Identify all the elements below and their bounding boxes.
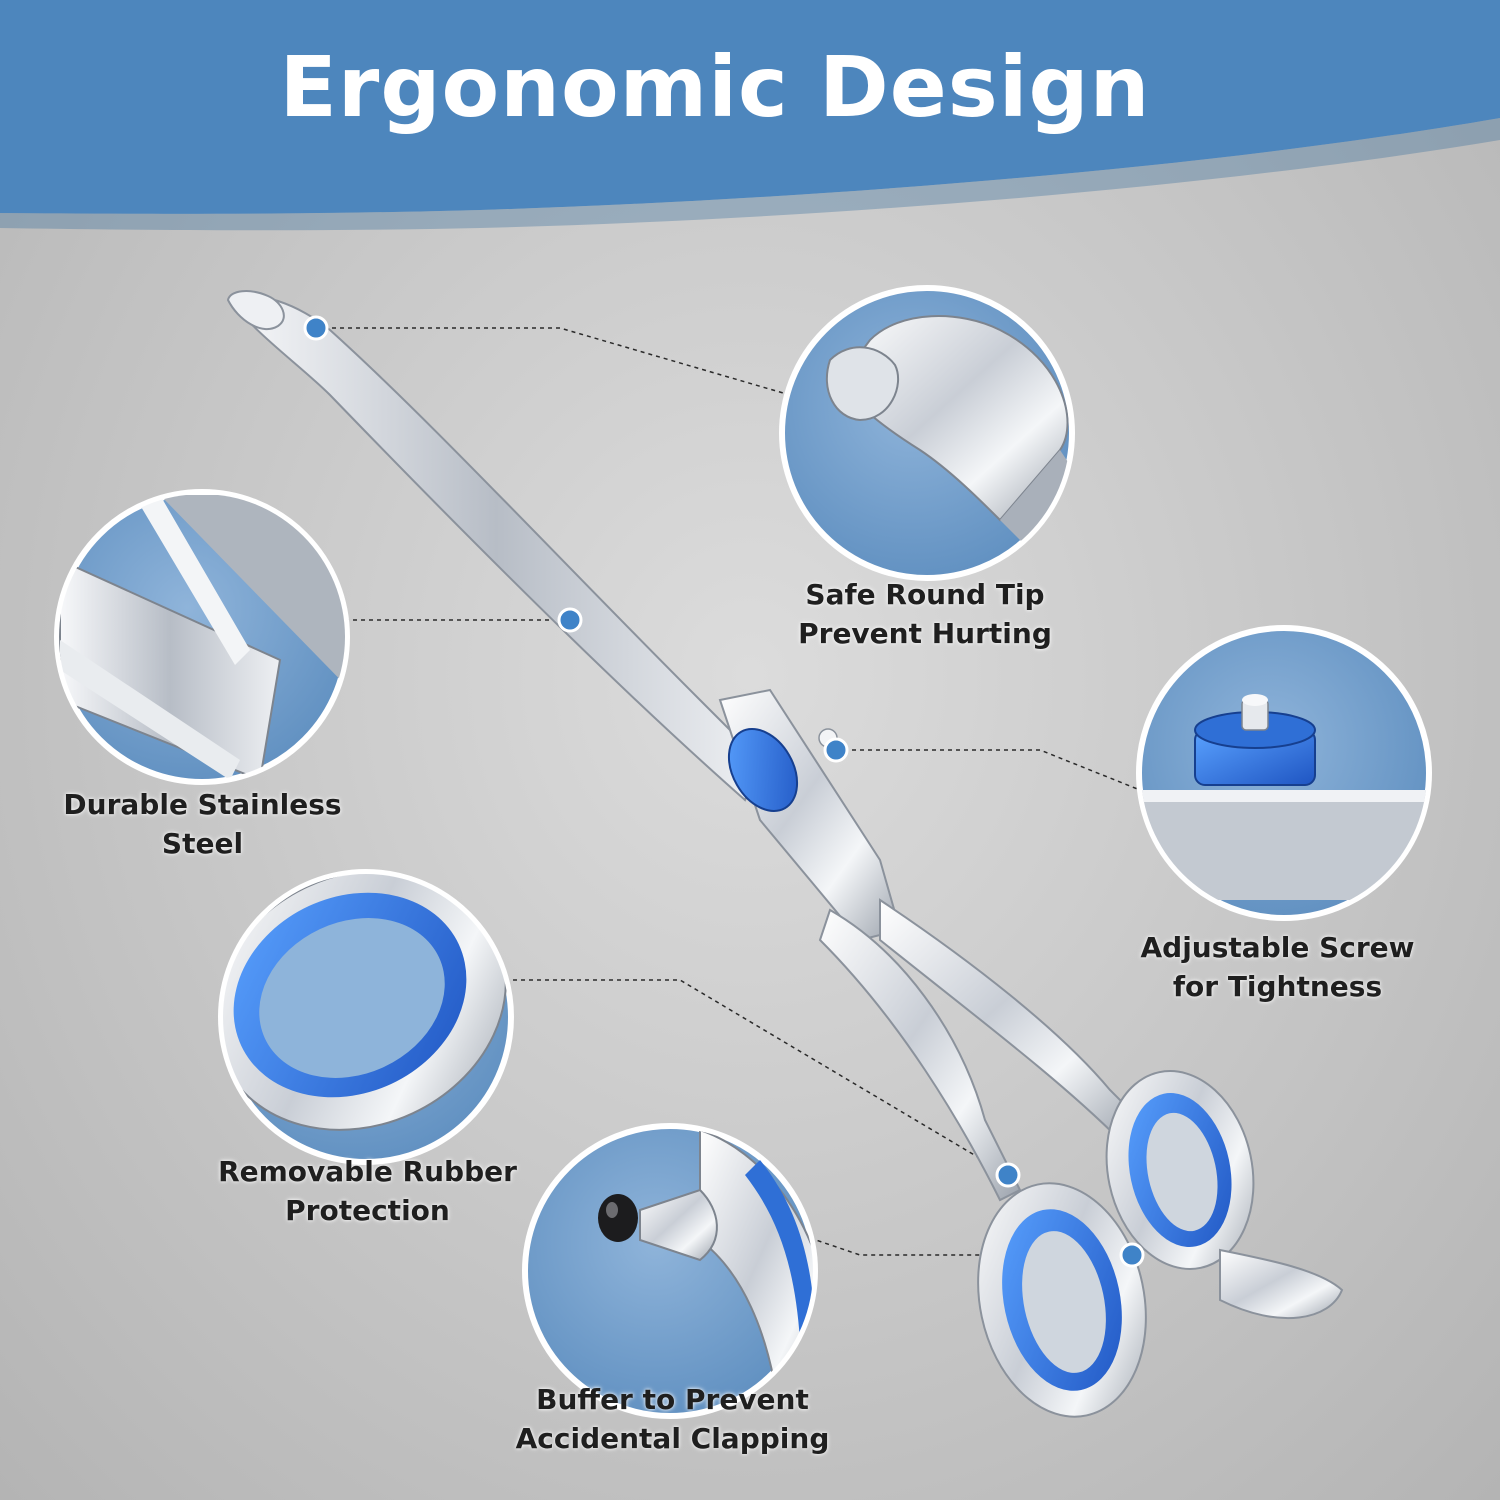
callout-screw: Adjustable Screw for Tightness (1105, 928, 1450, 1006)
callout-stainless-line2: Steel (161, 827, 244, 860)
callout-rubber-line2: Protection (285, 1194, 450, 1227)
leader-safe-tip (316, 327, 791, 396)
callout-buffer: Buffer to Prevent Accidental Clapping (480, 1380, 865, 1458)
marker-buffer (1119, 1242, 1145, 1268)
zoom-circle-screw (1136, 625, 1432, 921)
marker-dots (303, 315, 1145, 1268)
leader-rubber (505, 979, 1009, 1176)
header-banner-shade (0, 118, 1500, 231)
callout-safe-tip-line2: Prevent Hurting (798, 617, 1052, 650)
callout-screw-line2: for Tightness (1172, 970, 1383, 1003)
callout-safe-tip: Safe Round Tip Prevent Hurting (760, 575, 1090, 653)
callout-stainless-line1: Durable Stainless (63, 788, 342, 821)
header-banner (0, 0, 1500, 214)
zoom-circle-rubber (218, 869, 514, 1165)
zoom-circle-safe-tip (779, 285, 1075, 581)
marker-stainless (557, 607, 583, 633)
callout-rubber-line1: Removable Rubber (218, 1155, 517, 1188)
zoom-circle-buffer (522, 1123, 818, 1419)
leader-screw (836, 749, 1141, 791)
callout-buffer-line1: Buffer to Prevent (536, 1383, 809, 1416)
scissors-product (226, 290, 1344, 1418)
zoom-circle-blade (54, 489, 350, 785)
callout-rubber: Removable Rubber Protection (190, 1152, 545, 1230)
marker-safe-tip (303, 315, 329, 341)
callout-safe-tip-line1: Safe Round Tip (805, 578, 1045, 611)
page-title: Ergonomic Design (279, 38, 1151, 136)
callout-stainless: Durable Stainless Steel (35, 785, 370, 863)
callout-screw-line1: Adjustable Screw (1140, 931, 1415, 964)
marker-rubber (995, 1162, 1021, 1188)
callout-buffer-line2: Accidental Clapping (515, 1422, 830, 1455)
marker-screw (823, 737, 849, 763)
